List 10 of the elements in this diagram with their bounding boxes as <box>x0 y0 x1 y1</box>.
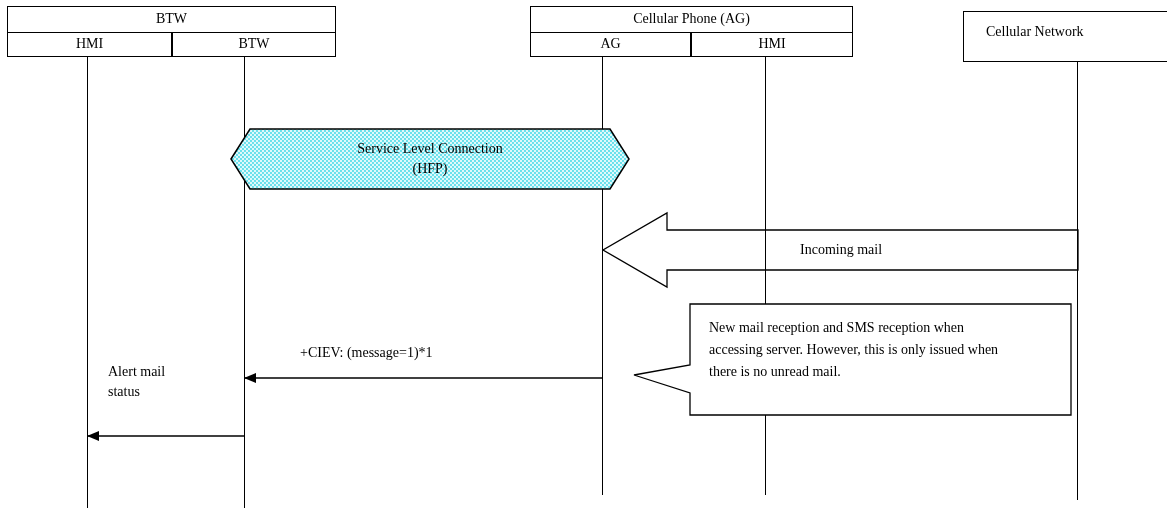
edge-label: +CIEV: (message=1)*1 <box>300 343 433 363</box>
lifeline-header: BTW <box>7 6 336 33</box>
message-arrow <box>87 431 246 441</box>
note-text: New mail reception and SMS reception when accessing server. However, this is only issued when there is no unread mail. <box>709 319 1000 381</box>
message-arrow <box>244 373 604 383</box>
callout-note <box>633 303 1072 416</box>
connection-band <box>230 128 630 190</box>
band-text: Service Level Connection (HFP) <box>356 140 504 178</box>
lifeline-header: Cellular Phone (AG) <box>530 6 853 33</box>
block-arrow <box>601 211 1079 289</box>
